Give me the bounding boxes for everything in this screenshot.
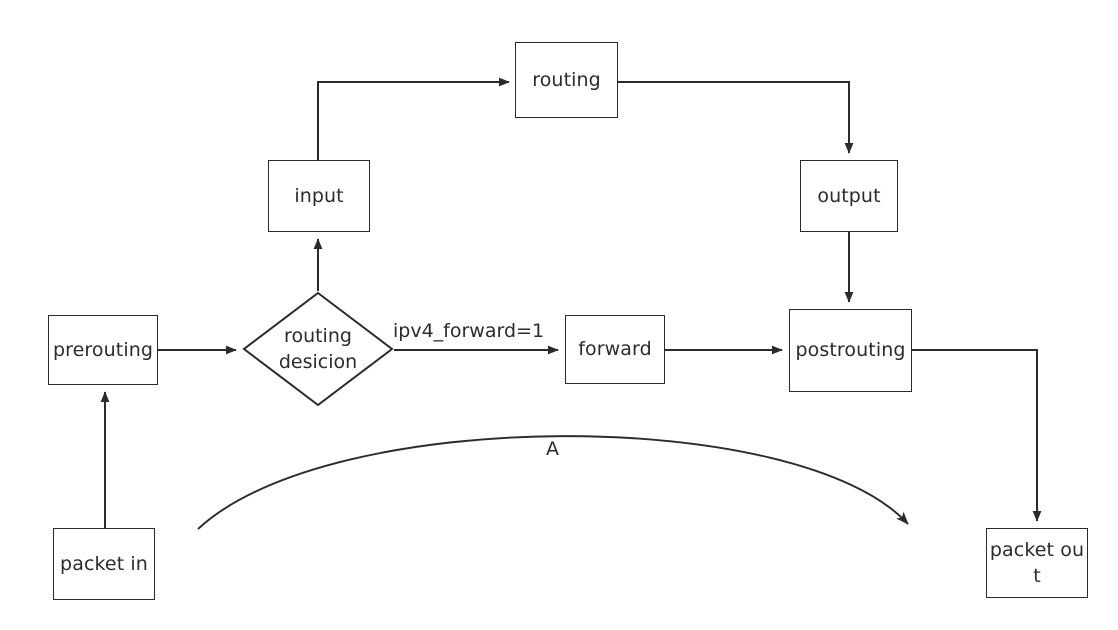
edge-postrouting-to-packet-out bbox=[912, 349, 1042, 522]
diamond-shape-icon bbox=[242, 291, 394, 407]
edge-arc-a bbox=[197, 435, 909, 530]
edge-label-ipv4-forward: ipv4_forward=1 bbox=[393, 320, 545, 342]
node-forward[interactable]: forward bbox=[565, 315, 665, 384]
node-routing-desicion[interactable]: routing desicion bbox=[242, 291, 394, 407]
edge-label-arc-a: A bbox=[546, 438, 559, 460]
node-postrouting[interactable]: postrouting bbox=[789, 309, 912, 392]
edge-input-to-routing bbox=[317, 77, 510, 160]
node-packet-out[interactable]: packet out bbox=[986, 528, 1088, 598]
node-input[interactable]: input bbox=[268, 160, 370, 232]
node-prerouting[interactable]: prerouting bbox=[48, 315, 158, 385]
node-output[interactable]: output bbox=[800, 160, 898, 232]
node-routing[interactable]: routing bbox=[515, 42, 618, 118]
node-packet-in[interactable]: packet in bbox=[53, 528, 155, 600]
edge-routing-to-output bbox=[618, 81, 854, 154]
